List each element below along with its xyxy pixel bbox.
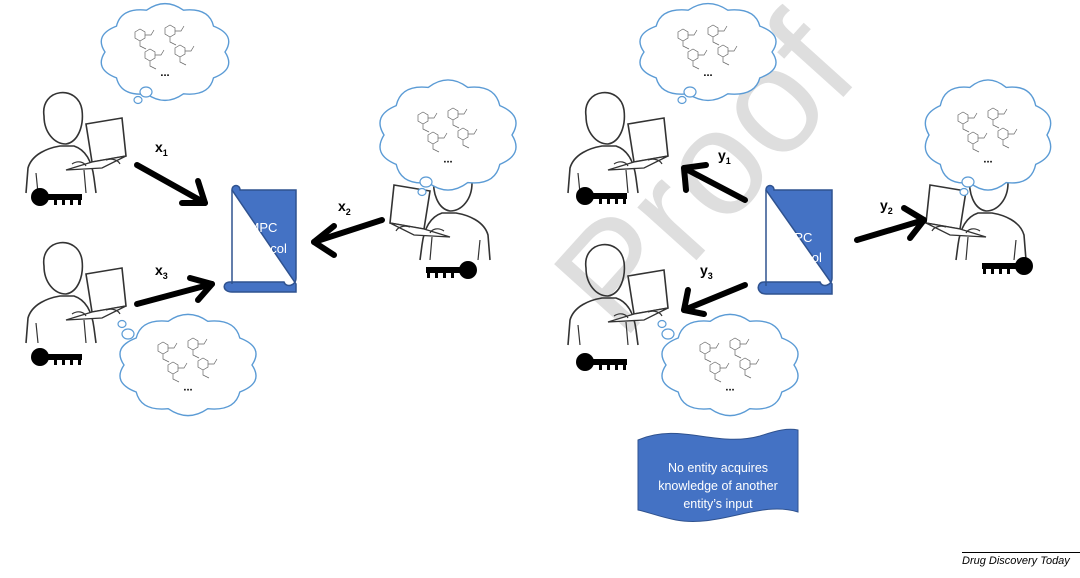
banner-line2: knowledge of another [658,479,778,493]
key-person-1 [31,188,82,206]
arrow-y2 [854,205,927,243]
thought-cloud-person-3-output-ellipsis: ... [725,381,734,393]
label-x2: x2 [338,198,351,217]
label-y2: y2 [880,197,893,216]
arrow-y3 [681,282,748,317]
protocol-line1-right: MPC [784,230,813,245]
key-person-3-output [576,353,627,371]
key-person-2 [426,261,477,279]
keys-group [31,187,1033,371]
thought-cloud-person-1-output: ... [639,2,777,105]
protocol-line2-left: Protocol [239,241,287,256]
key-person-2-output [982,257,1033,275]
clouds-group: .................. [100,2,1052,417]
thought-cloud-person-2-ellipsis: ... [443,154,452,166]
arrow-y1 [681,162,748,203]
thought-cloud-person-2-output-ellipsis: ... [983,154,992,166]
arrow-x1 [134,162,208,206]
thought-cloud-person-3-output: ... [657,313,799,417]
person-3-output [567,243,669,346]
thought-cloud-person-1-output-ellipsis: ... [703,67,712,79]
label-y1: y1 [718,147,731,166]
thought-cloud-person-1: ... [100,2,230,105]
arrow-x2 [311,217,385,258]
thought-cloud-person-3-ellipsis: ... [183,381,192,393]
person-1 [25,91,127,194]
banner-line1: No entity acquires [668,461,768,475]
person-3 [25,241,127,344]
arrow-x3 [134,275,215,307]
protocol-line2-right: Protocol [774,250,822,265]
mpc-scroll-right: MPC Protocol [757,184,833,295]
protocol-line1-left: MPC [249,220,278,235]
key-person-3 [31,348,82,366]
thought-cloud-person-1-ellipsis: ... [160,67,169,79]
key-person-1-output [576,187,627,205]
label-x3: x3 [155,262,168,281]
footer-journal: Drug Discovery Today [962,552,1080,567]
thought-cloud-person-3: ... [117,313,257,417]
privacy-banner: No entity acquires knowledge of another … [637,428,799,522]
banner-line3: entity’s input [683,497,753,511]
thought-cloud-person-2: ... [379,79,517,197]
label-y3: y3 [700,262,713,281]
label-x1: x1 [155,139,168,158]
mpc-scroll-left: MPC Protocol [223,184,297,293]
thought-cloud-person-2-output: ... [924,79,1052,197]
person-1-output [567,91,669,194]
